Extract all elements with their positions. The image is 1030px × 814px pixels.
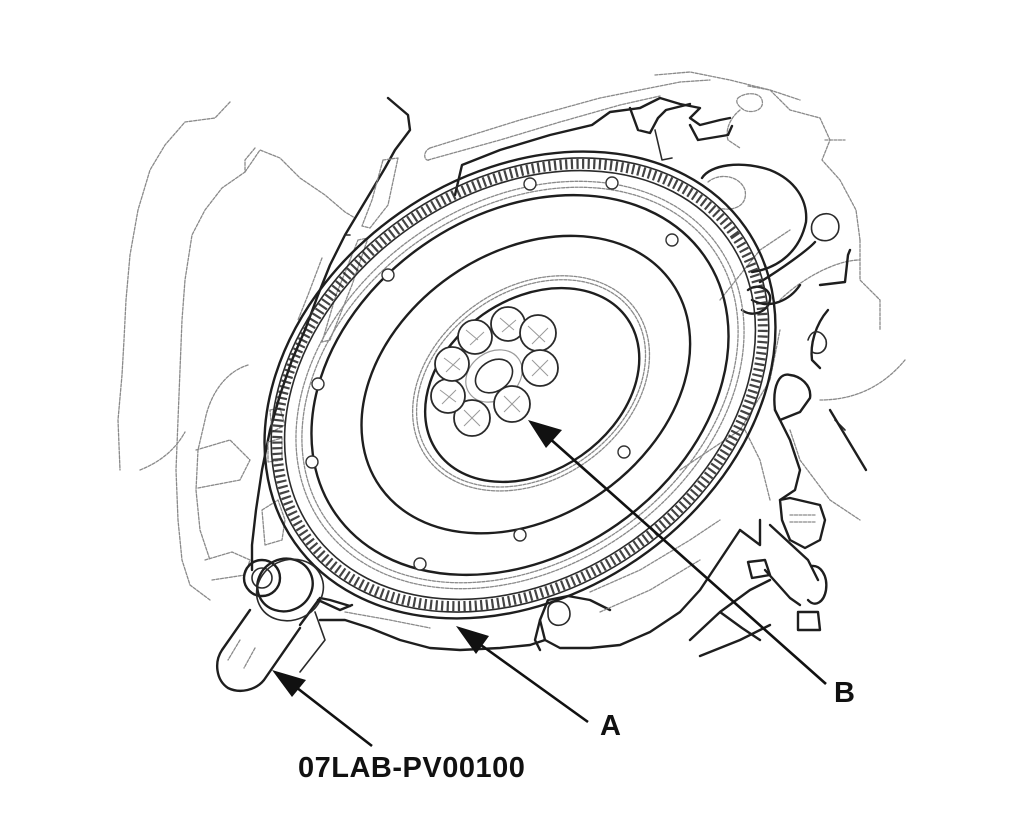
bolt: [434, 346, 470, 382]
engine-block-edge: [250, 96, 868, 658]
flywheel-bolts: [430, 306, 559, 437]
callout-b-label: B: [834, 677, 856, 709]
bolt: [430, 378, 466, 414]
bolt: [493, 385, 531, 423]
flywheel-holes: [305, 176, 679, 571]
holding-tool: [216, 557, 354, 692]
bolt: [453, 399, 491, 437]
leader-b: [528, 420, 827, 685]
callout-a-label: A: [600, 710, 622, 742]
flywheel: [263, 150, 777, 620]
ring-gear: [272, 158, 768, 612]
bolt: [521, 349, 559, 387]
bolt: [519, 314, 557, 352]
leader-a: [456, 626, 589, 724]
bolt: [457, 319, 493, 355]
leader-tool: [272, 670, 373, 748]
tool-part-number-label: 07LAB-PV00100: [298, 752, 526, 784]
